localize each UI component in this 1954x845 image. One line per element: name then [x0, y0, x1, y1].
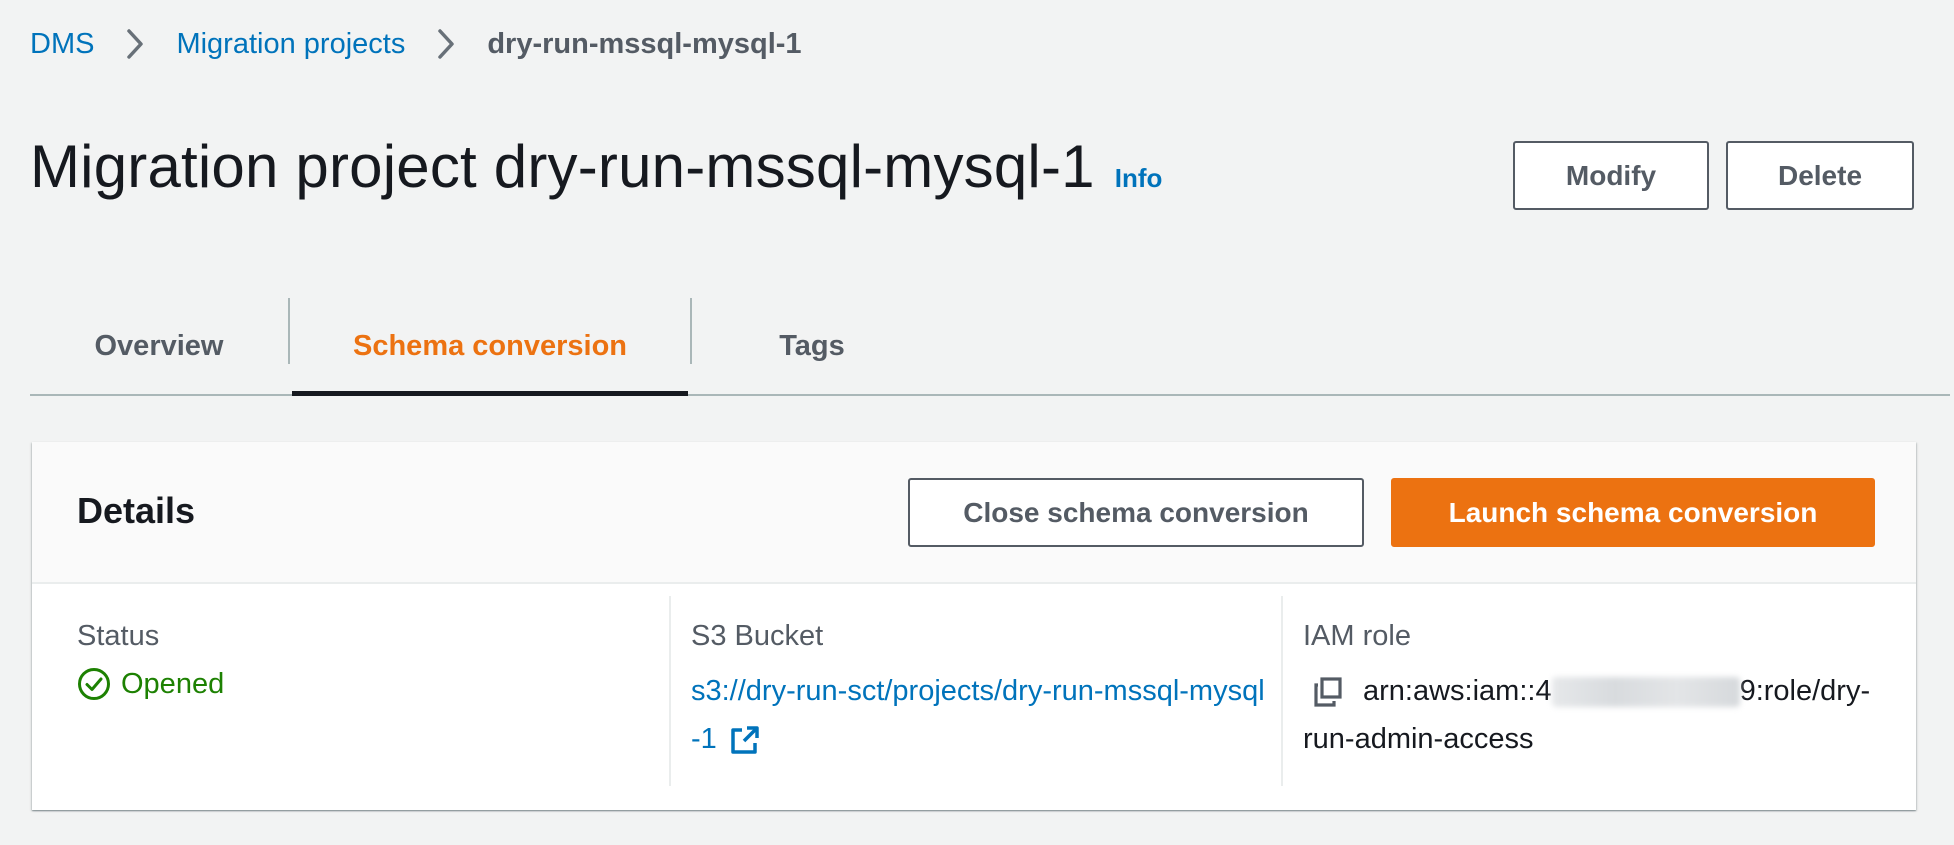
page-title: Migration project dry-run-mssql-mysql-1	[30, 133, 1095, 200]
tab-overview[interactable]: Overview	[94, 329, 224, 362]
status-value: Opened	[121, 667, 225, 700]
column-divider	[1281, 596, 1283, 786]
s3-bucket-value[interactable]: s3://dry-run-sct/projects/dry-run-mssql-…	[691, 675, 1265, 755]
iam-role-prefix: arn:aws:iam::4	[1363, 675, 1552, 707]
breadcrumb: DMS Migration projects dry-run-mssql-mys…	[30, 22, 802, 66]
status-column: Status Opened	[77, 596, 637, 786]
close-schema-conversion-button[interactable]: Close schema conversion	[908, 478, 1364, 547]
s3-bucket-link[interactable]: s3://dry-run-sct/projects/dry-run-mssql-…	[691, 667, 1271, 763]
external-link-icon[interactable]	[729, 724, 761, 756]
breadcrumb-link-migration-projects[interactable]: Migration projects	[176, 27, 406, 60]
tab-divider	[690, 298, 692, 364]
copy-icon[interactable]	[1313, 676, 1343, 708]
tab-divider	[288, 298, 290, 364]
details-panel-header: Details Close schema conversion Launch s…	[32, 442, 1916, 584]
modify-button[interactable]: Modify	[1513, 141, 1709, 210]
s3-bucket-label: S3 Bucket	[691, 620, 824, 652]
details-title: Details	[77, 490, 196, 531]
breadcrumb-current: dry-run-mssql-mysql-1	[487, 27, 802, 60]
tabs: Overview Schema conversion Tags	[30, 298, 1950, 396]
breadcrumb-link-dms[interactable]: DMS	[30, 27, 95, 60]
delete-button[interactable]: Delete	[1726, 141, 1914, 210]
redacted-account-id	[1551, 677, 1740, 708]
s3-bucket-column: S3 Bucket s3://dry-run-sct/projects/dry-…	[691, 596, 1291, 786]
status-indicator: Opened	[77, 667, 637, 701]
chevron-right-icon	[424, 28, 468, 60]
status-label: Status	[77, 620, 160, 652]
header-actions: Modify Delete	[1513, 141, 1914, 210]
info-link[interactable]: Info	[1114, 163, 1163, 193]
iam-role-suffix: 9:role/dry-run-admin-access	[1303, 675, 1871, 755]
header: Migration project dry-run-mssql-mysql-1 …	[30, 132, 1162, 201]
column-divider	[669, 596, 671, 786]
check-circle-icon	[78, 668, 110, 700]
tab-tags[interactable]: Tags	[779, 329, 845, 362]
chevron-right-icon	[113, 28, 157, 60]
iam-role-label: IAM role	[1303, 620, 1411, 652]
details-panel: Details Close schema conversion Launch s…	[32, 442, 1916, 810]
tab-schema-conversion[interactable]: Schema conversion	[292, 298, 688, 396]
launch-schema-conversion-button[interactable]: Launch schema conversion	[1391, 478, 1875, 547]
details-columns: Status Opened S3 Bucket s3://dry-run-sct…	[32, 596, 1916, 786]
